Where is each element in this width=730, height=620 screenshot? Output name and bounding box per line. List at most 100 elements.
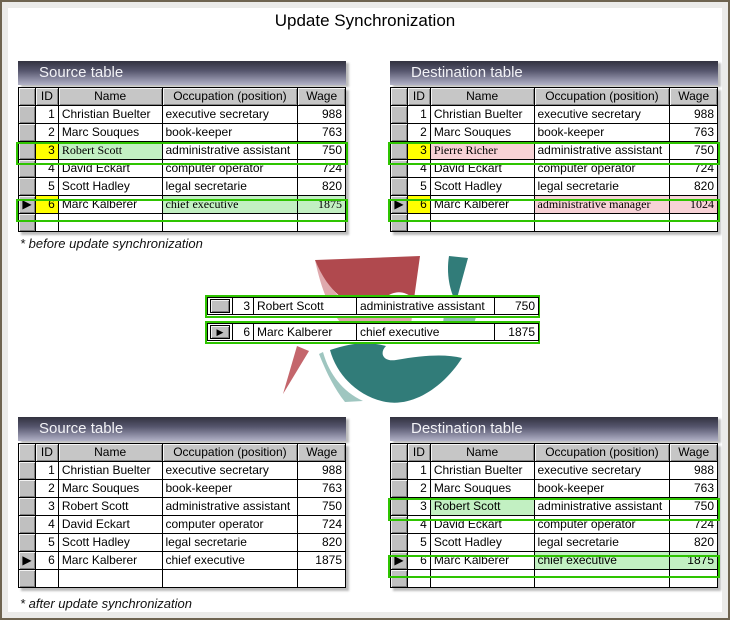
cell-empty[interactable] xyxy=(429,213,535,232)
cell-wage[interactable]: 763 xyxy=(297,479,346,498)
cell-name[interactable]: David Eckart xyxy=(57,515,163,534)
cell-id[interactable]: 1 xyxy=(34,461,59,480)
cell-wage[interactable]: 820 xyxy=(669,533,718,552)
col-header-id[interactable]: ID xyxy=(34,87,59,106)
cell-empty[interactable] xyxy=(669,213,718,232)
cell-id[interactable]: 5 xyxy=(34,177,59,196)
cell-empty[interactable] xyxy=(406,213,431,232)
cell-id[interactable]: 6 xyxy=(34,195,59,214)
cell-id[interactable]: 1 xyxy=(406,105,431,124)
cell-occupation[interactable]: administrative assistant xyxy=(161,141,299,160)
cell-occupation[interactable]: computer operator xyxy=(161,159,299,178)
cell-wage[interactable]: 724 xyxy=(297,159,346,178)
row-selector[interactable] xyxy=(18,141,36,160)
row-selector[interactable] xyxy=(390,569,408,588)
cell-empty[interactable] xyxy=(297,569,346,588)
cell-name[interactable]: Robert Scott xyxy=(57,497,163,516)
table-row[interactable]: 2 Marc Souques book-keeper 763 xyxy=(18,479,346,498)
cell-occupation[interactable]: executive secretary xyxy=(533,461,671,480)
cell-id[interactable]: 2 xyxy=(34,123,59,142)
cell-id[interactable]: 4 xyxy=(406,159,431,178)
cell-empty[interactable] xyxy=(34,213,59,232)
cell-occupation[interactable]: administrative assistant xyxy=(533,497,671,516)
cell-empty[interactable] xyxy=(161,213,299,232)
table-row[interactable]: ▶ 6 Marc Kalberer chief executive 1875 xyxy=(18,195,346,214)
cell-id[interactable]: 6 xyxy=(406,195,431,214)
table-row-empty[interactable] xyxy=(390,569,718,588)
cell-occupation[interactable]: administrative assistant xyxy=(533,141,671,160)
row-selector[interactable] xyxy=(390,213,408,232)
table-row[interactable]: 3 Pierre Richer administrative assistant… xyxy=(390,141,718,160)
row-selector[interactable] xyxy=(18,569,36,588)
cell-name[interactable]: Marc Kalberer xyxy=(429,551,535,570)
table-row[interactable]: ▶ 6 Marc Kalberer chief executive 1875 xyxy=(18,551,346,570)
cell-name[interactable]: Christian Buelter xyxy=(57,105,163,124)
cell-empty[interactable] xyxy=(297,213,346,232)
cell-id[interactable]: 5 xyxy=(406,177,431,196)
cell-name[interactable]: Pierre Richer xyxy=(429,141,535,160)
cell-wage[interactable]: 724 xyxy=(669,515,718,534)
cell-empty[interactable] xyxy=(34,569,59,588)
row-selector[interactable]: ▶ xyxy=(18,195,36,214)
row-selector[interactable] xyxy=(18,177,36,196)
row-selector[interactable]: ▶ xyxy=(390,195,408,214)
cell-wage[interactable]: 750 xyxy=(669,497,718,516)
row-selector[interactable] xyxy=(18,123,36,142)
cell-empty[interactable] xyxy=(533,569,671,588)
table-row[interactable]: 2 Marc Souques book-keeper 763 xyxy=(390,479,718,498)
cell-occupation[interactable]: administrative assistant xyxy=(161,497,299,516)
cell-wage[interactable]: 988 xyxy=(297,461,346,480)
row-selector[interactable] xyxy=(390,461,408,480)
cell-occupation[interactable]: administrative manager xyxy=(533,195,671,214)
cell-wage[interactable]: 750 xyxy=(297,497,346,516)
table-row-empty[interactable] xyxy=(18,569,346,588)
cell-wage[interactable]: 1024 xyxy=(669,195,718,214)
cell-occupation[interactable]: computer operator xyxy=(533,515,671,534)
cell-id[interactable]: 3 xyxy=(406,141,431,160)
col-header-id[interactable]: ID xyxy=(406,87,431,106)
cell-empty[interactable] xyxy=(57,569,163,588)
cell-wage[interactable]: 724 xyxy=(669,159,718,178)
cell-name[interactable]: Scott Hadley xyxy=(57,533,163,552)
cell-occupation[interactable]: book-keeper xyxy=(533,123,671,142)
cell-wage[interactable]: 750 xyxy=(297,141,346,160)
cell-id[interactable]: 3 xyxy=(34,497,59,516)
col-header-wage[interactable]: Wage xyxy=(297,87,346,106)
cell-id[interactable]: 5 xyxy=(34,533,59,552)
cell-wage[interactable]: 1875 xyxy=(669,551,718,570)
row-selector[interactable] xyxy=(390,159,408,178)
cell-occupation[interactable]: book-keeper xyxy=(533,479,671,498)
row-selector[interactable] xyxy=(390,515,408,534)
cell-name[interactable]: Marc Kalberer xyxy=(57,551,163,570)
cell-name[interactable]: Robert Scott xyxy=(429,497,535,516)
table-row[interactable]: 4 David Eckart computer operator 724 xyxy=(18,515,346,534)
cell-id[interactable]: 3 xyxy=(34,141,59,160)
row-selector[interactable] xyxy=(18,159,36,178)
col-header-occupation[interactable]: Occupation (position) xyxy=(161,443,299,462)
col-header-name[interactable]: Name xyxy=(429,443,535,462)
row-selector[interactable]: ▶ xyxy=(18,551,36,570)
table-row[interactable]: 3 Robert Scott administrative assistant … xyxy=(18,141,346,160)
cell-id[interactable]: 2 xyxy=(406,123,431,142)
cell-name[interactable]: Marc Souques xyxy=(429,479,535,498)
cell-name[interactable]: Christian Buelter xyxy=(429,105,535,124)
cell-name[interactable]: Marc Souques xyxy=(57,123,163,142)
cell-wage[interactable]: 988 xyxy=(297,105,346,124)
cell-wage[interactable]: 820 xyxy=(297,177,346,196)
cell-id[interactable]: 4 xyxy=(34,159,59,178)
table-row[interactable]: 2 Marc Souques book-keeper 763 xyxy=(390,123,718,142)
cell-occupation[interactable]: executive secretary xyxy=(533,105,671,124)
cell-wage[interactable]: 820 xyxy=(669,177,718,196)
cell-name[interactable]: Christian Buelter xyxy=(429,461,535,480)
cell-occupation[interactable]: computer operator xyxy=(533,159,671,178)
cell-name[interactable]: Scott Hadley xyxy=(429,177,535,196)
col-header-name[interactable]: Name xyxy=(57,443,163,462)
table-row[interactable]: 1 Christian Buelter executive secretary … xyxy=(390,105,718,124)
cell-name[interactable]: David Eckart xyxy=(429,159,535,178)
row-selector[interactable] xyxy=(18,461,36,480)
cell-id[interactable]: 1 xyxy=(406,461,431,480)
cell-name[interactable]: Scott Hadley xyxy=(429,533,535,552)
col-header-wage[interactable]: Wage xyxy=(669,87,718,106)
cell-name[interactable]: David Eckart xyxy=(57,159,163,178)
table-row[interactable]: 5 Scott Hadley legal secretarie 820 xyxy=(18,533,346,552)
